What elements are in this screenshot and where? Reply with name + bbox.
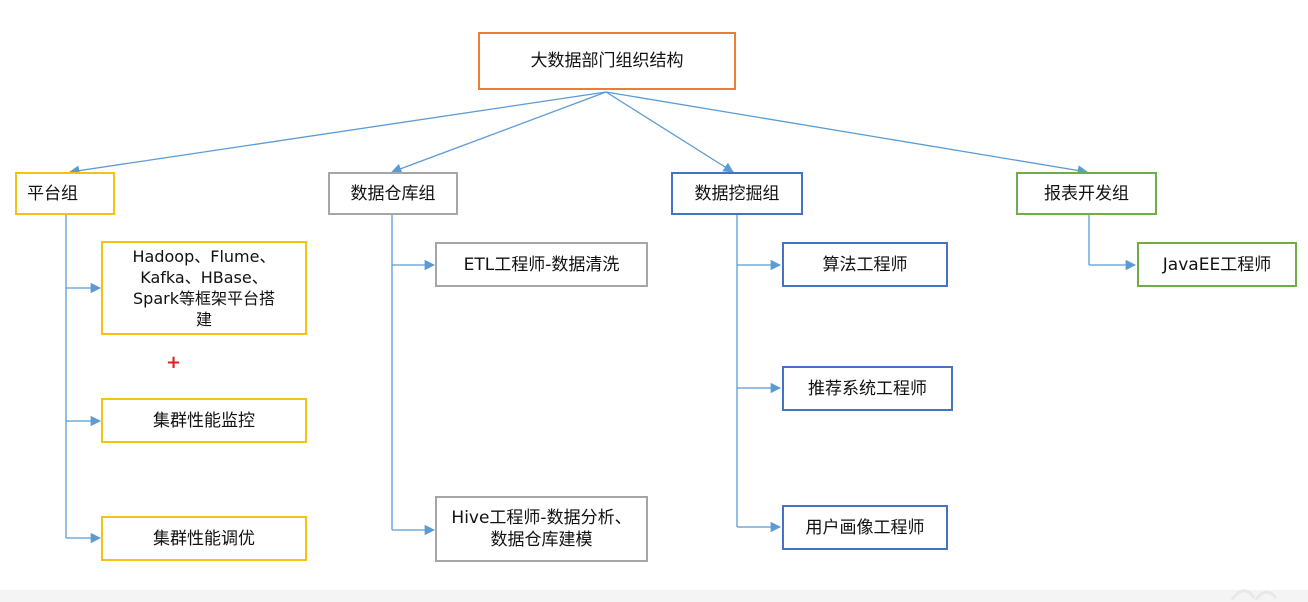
bottom-strip xyxy=(0,590,1308,602)
mining-child-recommendation: 推荐系统工程师 xyxy=(782,366,953,411)
platform-child-framework-setup: Hadoop、Flume、 Kafka、HBase、 Spark等框架平台搭 建 xyxy=(101,241,307,335)
warehouse-child-etl: ETL工程师-数据清洗 xyxy=(435,242,648,287)
platform-child-cluster-monitoring: 集群性能监控 xyxy=(101,398,307,443)
edge-root-mining xyxy=(605,91,734,173)
watermark-logo-icon xyxy=(1230,589,1278,601)
mining-child-algorithm: 算法工程师 xyxy=(782,242,948,287)
report-child-javaee: JavaEE工程师 xyxy=(1137,242,1297,287)
platform-child-cluster-tuning: 集群性能调优 xyxy=(101,516,307,561)
group-platform: 平台组 xyxy=(15,172,115,215)
warehouse-child-hive: Hive工程师-数据分析、 数据仓库建模 xyxy=(435,496,648,562)
group-data-warehouse: 数据仓库组 xyxy=(328,172,458,215)
red-plus-mark: + xyxy=(166,352,182,373)
edge-root-warehouse xyxy=(391,91,607,174)
edge-root-platform xyxy=(68,91,607,176)
mining-child-user-profile: 用户画像工程师 xyxy=(782,505,948,550)
group-data-mining: 数据挖掘组 xyxy=(671,172,803,215)
edge-root-report xyxy=(605,91,1089,176)
group-report-dev: 报表开发组 xyxy=(1016,172,1157,215)
root-node: 大数据部门组织结构 xyxy=(478,32,736,90)
